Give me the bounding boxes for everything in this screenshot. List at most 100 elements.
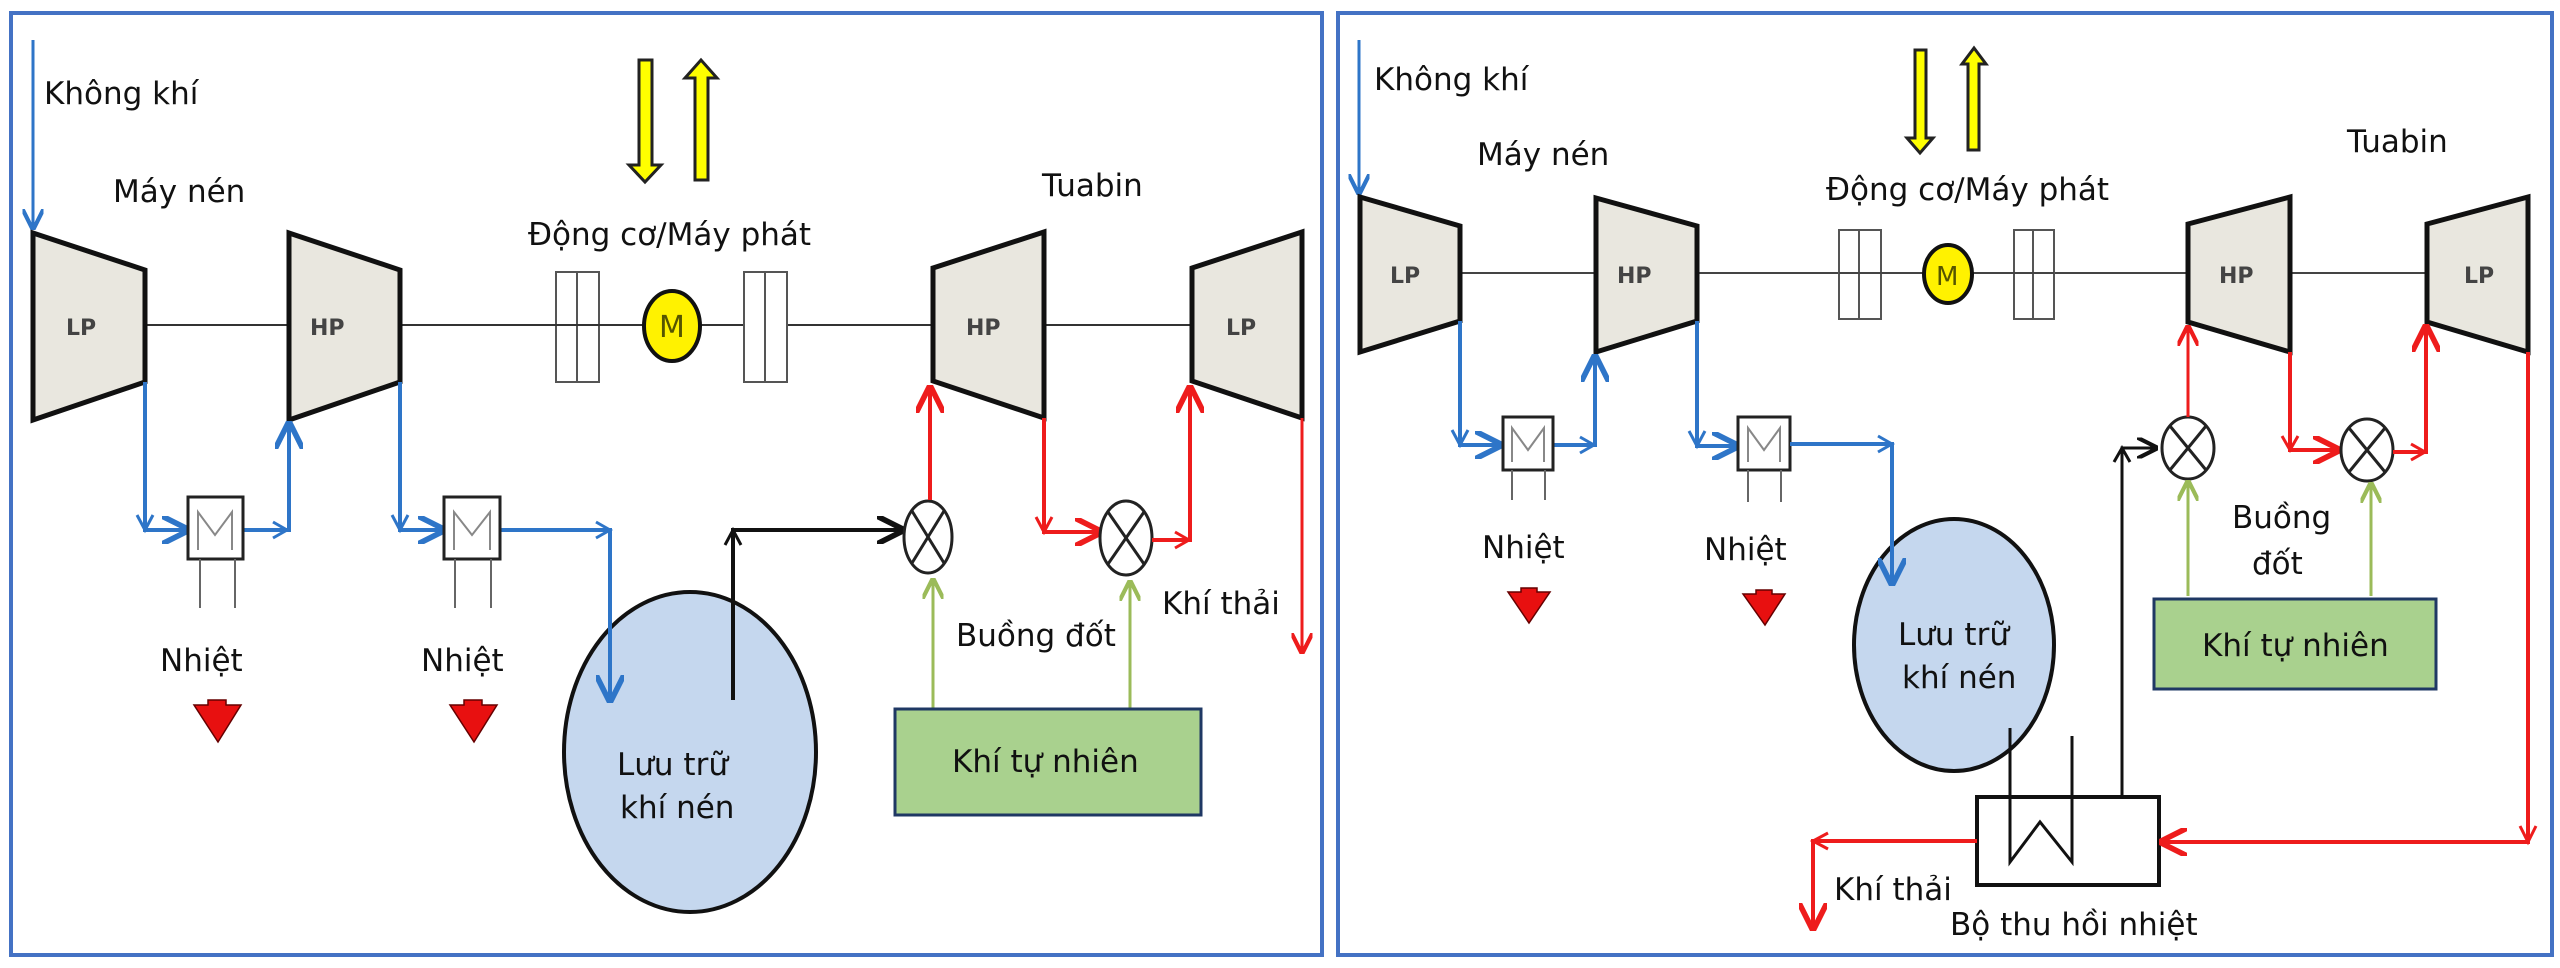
air-down-arrowhead xyxy=(1687,430,1707,450)
red-down-arrowhead xyxy=(2280,435,2300,454)
hp-turbine-label: HP xyxy=(966,316,1001,341)
storage-label-line1: Lưu trữ xyxy=(617,747,729,783)
compressed-air-storage: Lưu trữ khí nén xyxy=(562,590,818,914)
hot-gas-combustor2-to-lp xyxy=(2393,327,2426,454)
lp-compressor-label: LP xyxy=(1390,264,1420,289)
heat-label-2: Nhiệt xyxy=(421,643,504,679)
intercooler-2-symbol xyxy=(1747,424,1781,462)
lp-compressor: LP xyxy=(30,229,148,424)
air-down-arrowhead xyxy=(390,514,410,534)
air-down-arrowhead xyxy=(135,514,155,534)
combustor-2 xyxy=(2339,417,2395,483)
air-flow-cooler1-to-hp xyxy=(1553,357,1595,447)
hot-gas-hp-to-combustor2 xyxy=(1042,418,1100,532)
power-in-arrow-icon xyxy=(1903,48,1937,156)
motor-generator-label: Động cơ/Máy phát xyxy=(528,217,811,253)
natural-gas-supply: Khí tự nhiên xyxy=(2152,597,2438,691)
compressed-air-to-combustor xyxy=(2120,448,2156,797)
lp-compressor-label: LP xyxy=(66,316,96,341)
exhaust-label: Khí thải xyxy=(1834,872,1952,908)
red-down-arrowhead xyxy=(2518,825,2538,846)
motor-symbol: M xyxy=(659,310,685,345)
clutch-left xyxy=(1838,229,1882,320)
panel-diabatic-caes: Không khí Máy nén LP HP Nhiệt xyxy=(9,11,1324,957)
compressed-air-storage: Lưu trữ khí nén xyxy=(1852,517,2056,773)
lp-turbine: LP xyxy=(1189,228,1305,422)
black-up-arrowhead xyxy=(2112,444,2132,463)
hot-exhaust-to-recuperator xyxy=(2162,352,2530,842)
air-flow-hp-to-cooler2 xyxy=(1695,321,1737,446)
combustor-label-line2: đốt xyxy=(2252,546,2303,582)
heat-arrow-icon-2 xyxy=(448,699,499,744)
red-right-arrowhead xyxy=(2410,442,2429,462)
heat-label-1: Nhiệt xyxy=(160,643,243,679)
clutch-right xyxy=(743,271,788,383)
storage-label-line2: khí nén xyxy=(1902,660,2016,696)
lp-turbine-label: LP xyxy=(1226,316,1256,341)
intercooler-2 xyxy=(1736,415,1792,472)
air-in-label: Không khí xyxy=(1374,62,1530,98)
hot-gas-hp-to-combustor2 xyxy=(2288,352,2338,450)
air-flow-cooler1-to-hp xyxy=(243,424,289,532)
storage-label-line2: khí nén xyxy=(620,790,734,826)
motor-generator-label: Động cơ/Máy phát xyxy=(1826,172,2109,208)
power-out-arrow-icon xyxy=(681,57,721,182)
lp-turbine: LP xyxy=(2424,193,2531,356)
air-flow-lp-to-cooler1 xyxy=(1458,321,1500,445)
motor-generator: M xyxy=(642,289,702,363)
air-right-arrowhead xyxy=(1877,434,1896,454)
air-flow-hp-to-cooler2 xyxy=(398,382,443,530)
air-flow-lp-to-cooler1 xyxy=(143,382,187,530)
hp-turbine: HP xyxy=(2185,193,2293,356)
compressor-label: Máy nén xyxy=(113,174,245,210)
clutch-right xyxy=(2013,229,2055,320)
natural-gas-label: Khí tự nhiên xyxy=(2202,628,2389,664)
combustor-1 xyxy=(2160,415,2216,481)
red-left-arrowhead xyxy=(1809,831,1829,851)
clutch-left xyxy=(555,271,600,383)
combustor-label: Buồng đốt xyxy=(956,618,1116,654)
intercooler-1 xyxy=(186,495,245,608)
motor-symbol: M xyxy=(1936,262,1958,292)
natural-gas-label: Khí tự nhiên xyxy=(952,744,1139,780)
lp-turbine-label: LP xyxy=(2464,264,2494,289)
intercooler-1 xyxy=(1501,415,1555,500)
storage-label-line1: Lưu trữ xyxy=(1898,617,2010,653)
hp-turbine: HP xyxy=(930,228,1047,422)
heat-label-1: Nhiệt xyxy=(1482,530,1565,566)
hp-compressor-label: HP xyxy=(1617,264,1652,289)
black-up-arrowhead xyxy=(723,526,743,546)
air-right-arrowhead xyxy=(595,520,614,540)
power-in-arrow-icon xyxy=(625,58,665,185)
hp-turbine-label: HP xyxy=(2219,264,2254,289)
motor-generator: M xyxy=(1922,243,1974,305)
exhaust-label: Khí thải xyxy=(1162,586,1280,622)
power-exchange-arrows xyxy=(1903,45,1989,156)
panel-recuperated-caes: Không khí Máy nén LP HP Nhiệt xyxy=(1336,11,2554,957)
heat-arrow-icon-1 xyxy=(192,699,243,744)
power-exchange-arrows xyxy=(625,57,721,185)
combustor-2 xyxy=(1098,499,1154,577)
turbine-label: Tuabin xyxy=(2346,124,2448,160)
lp-compressor: LP xyxy=(1357,193,1463,356)
power-out-arrow-icon xyxy=(1959,45,1989,152)
air-down-arrowhead xyxy=(1450,429,1470,449)
heat-arrow-icon-1 xyxy=(1506,587,1552,625)
air-in-label: Không khí xyxy=(44,76,200,112)
air-right-arrowhead xyxy=(1579,435,1598,455)
intercooler-2 xyxy=(442,495,502,608)
turbine-label: Tuabin xyxy=(1041,168,1143,204)
panel-border xyxy=(9,11,1324,957)
natural-gas-supply: Khí tự nhiên xyxy=(893,707,1203,817)
hp-compressor: HP xyxy=(1593,194,1700,356)
air-right-arrowhead xyxy=(272,520,291,540)
combustor-1 xyxy=(902,499,954,575)
heat-label-2: Nhiệt xyxy=(1704,532,1787,568)
compressor-label: Máy nén xyxy=(1477,137,1609,173)
combustor-label-line1: Buồng xyxy=(2232,500,2331,536)
hp-compressor: HP xyxy=(286,229,403,424)
heat-arrow-icon-2 xyxy=(1741,589,1787,627)
hp-compressor-label: HP xyxy=(310,316,345,341)
red-right-arrowhead xyxy=(1174,530,1193,550)
